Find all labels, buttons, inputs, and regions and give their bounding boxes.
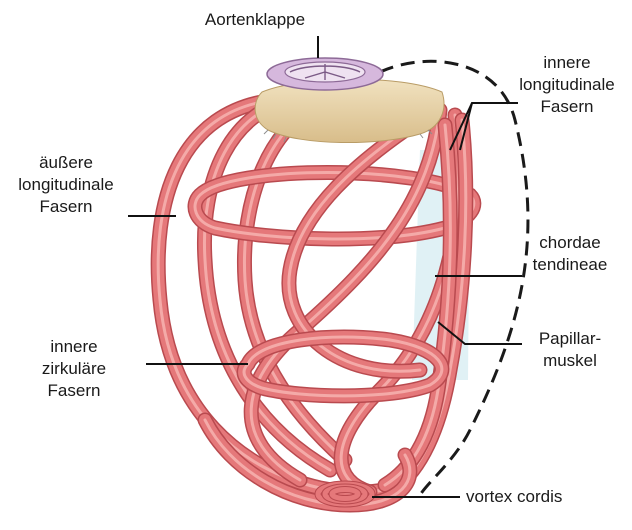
label-outer-longitudinal: äußere longitudinale Fasern [6,152,126,218]
label-papillary: Papillar- muskel [520,328,620,372]
vortex-text: vortex cordis [466,486,616,508]
papillary-line-1: Papillar- [520,328,620,350]
label-aortic-valve: Aortenklappe [190,9,320,31]
chordae-line-1: chordae [520,232,620,254]
inner-circular-line-3: Fasern [14,380,134,402]
chordae-line-2: tendineae [520,254,620,276]
label-inner-longitudinal: innere longitudinale Fasern [512,52,622,118]
label-chordae: chordae tendineae [520,232,620,276]
inner-longitudinal-line-3: Fasern [512,96,622,118]
inner-longitudinal-line-2: longitudinale [512,74,622,96]
outer-longitudinal-line-1: äußere [6,152,126,174]
aortic-valve-text: Aortenklappe [190,9,320,31]
inner-longitudinal-line-1: innere [512,52,622,74]
label-vortex: vortex cordis [466,486,616,508]
outer-longitudinal-line-3: Fasern [6,196,126,218]
aortic-valve [267,58,383,90]
inner-circular-line-1: innere [14,336,134,358]
papillary-line-2: muskel [520,350,620,372]
inner-circular-line-2: zirkuläre [14,358,134,380]
label-inner-circular: innere zirkuläre Fasern [14,336,134,402]
outer-longitudinal-line-2: longitudinale [6,174,126,196]
